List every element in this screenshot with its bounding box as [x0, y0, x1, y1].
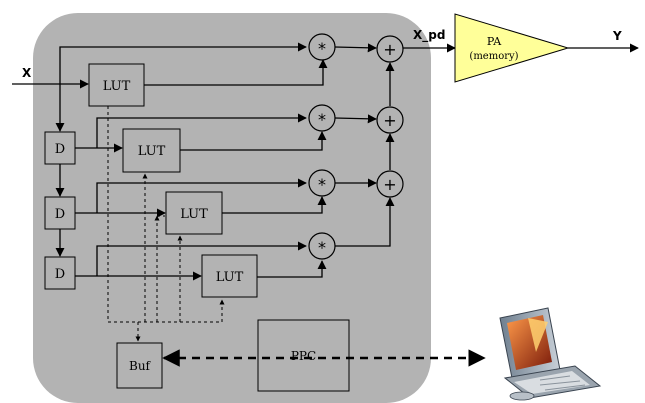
- ppc-block: PPC: [257, 319, 350, 392]
- mult2-to-adder2-arrow: [334, 114, 377, 124]
- mult1-to-adder1-arrow: [334, 43, 377, 53]
- multiply-symbol: *: [318, 238, 326, 257]
- delay-label: D: [55, 142, 65, 157]
- predistorted-signal-label: X_pd: [413, 28, 445, 43]
- input-label: X: [22, 66, 32, 80]
- buffer-block: Buf: [116, 342, 163, 389]
- d1-to-mult2-arrow: [96, 113, 307, 148]
- multiplier-1: *: [308, 33, 336, 61]
- pa-name: PA: [487, 35, 502, 48]
- adder-2: +: [376, 106, 404, 134]
- output-label: Y: [612, 29, 622, 43]
- lut-label: LUT: [216, 270, 244, 285]
- lut-block-4: LUT: [201, 254, 258, 298]
- lut-block-3: LUT: [165, 191, 223, 235]
- d2-to-mult3-arrow: [96, 178, 307, 213]
- multiply-symbol: *: [318, 39, 326, 58]
- lut-label: LUT: [103, 79, 131, 94]
- lut1-to-mult1-arrow: [144, 59, 328, 86]
- lut4-to-mult4-arrow: [257, 260, 327, 278]
- multiply-symbol: *: [318, 110, 326, 129]
- delay-block-2: D: [44, 196, 76, 230]
- d3-to-mult4-arrow: [96, 241, 307, 276]
- adder-1: +: [376, 35, 404, 63]
- computer-icon: [499, 307, 602, 401]
- lut-block-1: LUT: [88, 63, 145, 107]
- buffer-label: Buf: [129, 359, 152, 373]
- lut-block-2: LUT: [122, 128, 181, 173]
- lut2-to-mult2-arrow: [180, 131, 327, 151]
- mult4-to-adder3-arrow: [335, 197, 395, 247]
- multiplier-3: *: [308, 169, 336, 197]
- adder-3: +: [376, 170, 404, 198]
- lut-label: LUT: [180, 207, 208, 222]
- input-to-mult1-arrow: [59, 42, 307, 84]
- multiplier-4: *: [308, 232, 336, 260]
- buffer-tap-lines: [107, 106, 225, 342]
- delay-block-3: D: [44, 256, 76, 290]
- pa-note: (memory): [469, 51, 518, 62]
- add-symbol: +: [383, 175, 396, 194]
- lut3-to-mult3-arrow: [222, 196, 327, 214]
- delay-label: D: [55, 267, 65, 282]
- multiplier-2: *: [308, 104, 336, 132]
- delay-block-1: D: [44, 131, 76, 165]
- add-symbol: +: [383, 40, 396, 59]
- multiply-symbol: *: [318, 175, 326, 194]
- power-amplifier: PA (memory): [454, 13, 570, 83]
- lut-label: LUT: [138, 144, 166, 159]
- ppc-label: PPC: [291, 349, 316, 363]
- add-symbol: +: [383, 111, 396, 130]
- delay-label: D: [55, 207, 65, 222]
